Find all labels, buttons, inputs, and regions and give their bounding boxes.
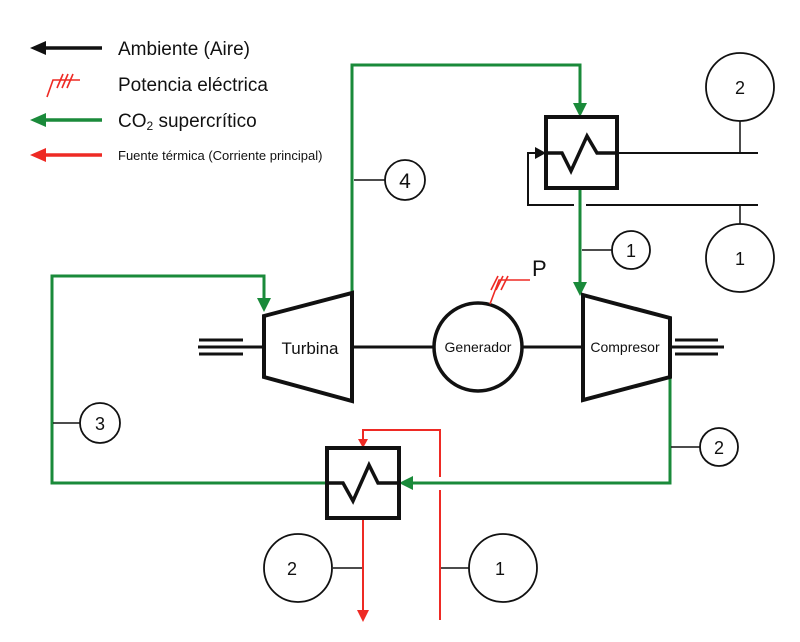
heat-exchanger-coil-icon [546,132,617,176]
green-arrow-icon [30,113,102,127]
turbine-label: Turbina [281,339,339,358]
legend-label-thermal: Fuente térmica (Corriente principal) [118,148,322,163]
black-arrow-icon [30,41,102,55]
cooler-heat-exchanger[interactable] [544,115,619,190]
svg-text:1: 1 [626,241,636,261]
svg-text:2: 2 [287,559,297,579]
red-arrow-icon [30,148,102,162]
state-point-air-2: 2 [705,52,775,153]
state-point-co2-2: 2 [671,427,739,467]
generator[interactable]: Generador [432,301,524,393]
electric-power-icon [46,73,80,98]
co2-loop [50,63,672,490]
co2-line-compressor-to-heater [413,367,672,485]
electric-power-output: P [489,256,547,305]
thermal-source-lines [357,429,441,622]
state-point-co2-3: 3 [53,402,121,444]
svg-text:1: 1 [735,249,745,269]
co2-arrow-into-compressor [573,282,587,296]
ambient-air-lines [527,147,758,206]
turbine[interactable]: Turbina [262,290,354,404]
air-arrow-into-cooler [535,147,546,159]
legend-item-co2: CO2 supercrítico [30,111,257,133]
heat-exchanger-coil-icon [327,460,399,505]
state-point-heat-1: 1 [441,533,538,603]
svg-text:1: 1 [495,559,505,579]
compressor-label: Compresor [590,339,660,355]
co2-arrow-into-cooler [573,103,587,117]
svg-text:2: 2 [735,78,745,98]
heat-arrow-out [357,610,369,622]
compressor[interactable]: Compresor [581,292,672,403]
legend-item-electric: Potencia eléctrica [46,73,268,98]
legend-label-electric: Potencia eléctrica [118,75,268,96]
heat-arrow-into-heater [358,439,368,448]
electric-power-icon [489,279,530,305]
heater-heat-exchanger[interactable] [325,446,401,520]
legend-label-ambient: Ambiente (Aire) [118,39,250,60]
state-point-co2-4: 4 [354,159,426,201]
svg-text:4: 4 [399,170,411,193]
co2-arrow-into-heater [399,476,413,490]
co2-line-heater-to-turbine [50,274,325,485]
legend-item-thermal: Fuente térmica (Corriente principal) [30,148,322,163]
state-point-air-1: 1 [705,205,775,293]
heat-line-in-upper [362,429,441,477]
shaft-end-left-icon [198,338,264,356]
state-point-co2-1: 1 [582,230,651,270]
state-point-heat-2: 2 [263,533,362,603]
legend-label-co2: CO2 supercrítico [118,111,257,133]
power-label: P [532,256,547,281]
svg-text:3: 3 [95,414,105,434]
generator-label: Generador [445,339,512,355]
co2-line-turbine-to-cooler [350,63,582,295]
shaft-end-right-icon [670,338,724,356]
legend-item-ambient: Ambiente (Aire) [30,39,250,60]
svg-text:2: 2 [714,438,724,458]
legend: Ambiente (Aire) Potencia eléctrica CO2 s… [30,39,322,163]
air-line-in-left [527,152,574,206]
co2-arrow-into-turbine [257,298,271,312]
